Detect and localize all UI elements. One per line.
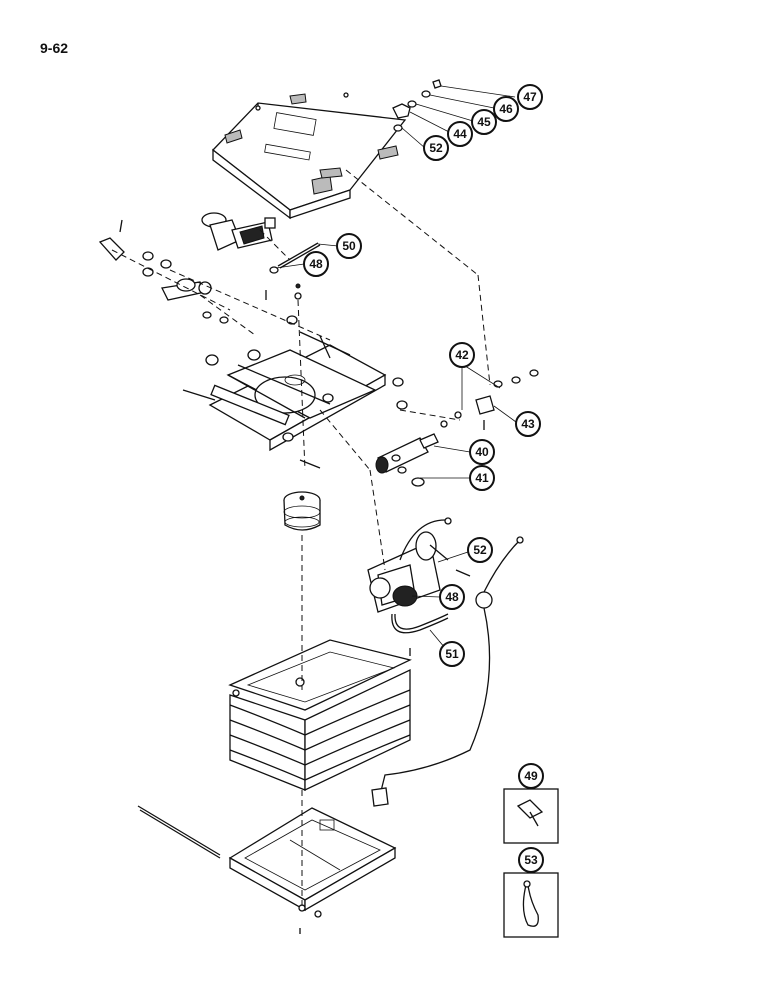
inset-part-53 bbox=[503, 872, 559, 938]
callout-44: 44 bbox=[447, 121, 473, 147]
callout-47: 47 bbox=[517, 84, 543, 110]
callout-leader-lines bbox=[275, 243, 517, 649]
callout-49: 49 bbox=[518, 763, 544, 789]
callout-42: 42 bbox=[449, 342, 475, 368]
rod-50 bbox=[265, 242, 321, 300]
callout-48-top: 48 bbox=[303, 251, 329, 277]
bracket-hardware-right bbox=[440, 369, 539, 430]
callout-43-label: 43 bbox=[521, 417, 535, 431]
callout-45: 45 bbox=[471, 109, 497, 135]
scissor-suspension-frame bbox=[182, 331, 408, 469]
callout-52-top: 52 bbox=[423, 135, 449, 161]
callout-45-label: 45 bbox=[477, 115, 491, 129]
air-compressor bbox=[367, 517, 452, 613]
switch-and-harness bbox=[371, 536, 524, 807]
seat-base-tray bbox=[137, 805, 397, 934]
air-spring bbox=[283, 491, 321, 531]
callout-41: 41 bbox=[469, 465, 495, 491]
callout-53-label: 53 bbox=[524, 853, 538, 867]
page-number: 9-62 bbox=[40, 40, 69, 56]
callout-44-label: 44 bbox=[453, 127, 467, 141]
small-hardware-top-right bbox=[392, 79, 516, 149]
callout-40-label: 40 bbox=[475, 445, 489, 459]
callout-46: 46 bbox=[493, 96, 519, 122]
callout-49-label: 49 bbox=[524, 769, 538, 783]
callout-43: 43 bbox=[515, 411, 541, 437]
callout-46-label: 46 bbox=[499, 102, 513, 116]
shock-absorber bbox=[375, 433, 439, 487]
callout-48-mid-label: 48 bbox=[445, 590, 459, 604]
callout-40: 40 bbox=[469, 439, 495, 465]
callout-50-label: 50 bbox=[342, 239, 356, 253]
height-control-valve bbox=[119, 212, 276, 251]
callout-51: 51 bbox=[439, 641, 465, 667]
callout-41-label: 41 bbox=[475, 471, 489, 485]
callout-42-label: 42 bbox=[455, 348, 469, 362]
callout-47-label: 47 bbox=[523, 90, 537, 104]
air-hose bbox=[391, 613, 449, 634]
callout-51-label: 51 bbox=[445, 647, 459, 661]
left-pins-and-bushings bbox=[98, 237, 298, 325]
assembly-guide-lines bbox=[111, 169, 491, 910]
callout-52-top-label: 52 bbox=[429, 141, 443, 155]
callout-48-mid: 48 bbox=[439, 584, 465, 610]
callout-53: 53 bbox=[518, 847, 544, 873]
rubber-bellows-boot bbox=[228, 639, 412, 792]
callout-50: 50 bbox=[336, 233, 362, 259]
callout-48-top-label: 48 bbox=[309, 257, 323, 271]
inset-part-49 bbox=[503, 788, 559, 844]
callout-52-mid: 52 bbox=[467, 537, 493, 563]
seat-top-plate bbox=[212, 92, 407, 220]
callout-52-mid-label: 52 bbox=[473, 543, 487, 557]
